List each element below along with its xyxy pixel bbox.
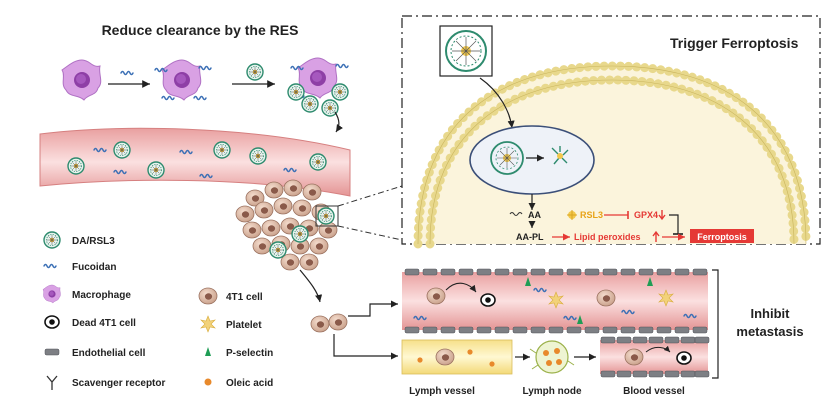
legend: DA/RSL3 Fucoidan Macrophage Dead 4T1 cel… xyxy=(42,231,273,390)
blood-vessel-small xyxy=(600,336,710,378)
macrophage-blocked xyxy=(287,57,349,117)
legend-macrophage: Macrophage xyxy=(72,290,131,301)
aa-pl-label: AA-PL xyxy=(516,232,544,242)
aa-label: AA xyxy=(528,210,541,220)
legend-dead-cell: Dead 4T1 cell xyxy=(72,318,136,329)
tumor-cluster xyxy=(235,179,338,271)
gpx4-inhibit-connector xyxy=(669,214,679,234)
blood-vessel-main xyxy=(39,127,351,197)
legend-p-selectin: P-selectin xyxy=(226,348,273,359)
legend-fucoidan: Fucoidan xyxy=(72,262,116,273)
np-in-endosome xyxy=(490,141,524,175)
arrow-metastasis xyxy=(299,269,323,303)
zoom-line-bottom xyxy=(337,225,403,241)
gpx4-down-arrow xyxy=(658,210,666,221)
inhibit-label-1: Inhibit xyxy=(751,306,791,321)
arrow-to-blood xyxy=(348,300,398,317)
ferroptosis-title: Trigger Ferroptosis xyxy=(670,35,799,51)
oleic-acid-icon xyxy=(204,378,212,386)
fucoidan-free xyxy=(120,70,134,76)
rsl3-icon xyxy=(567,210,577,220)
scavenger-icon xyxy=(46,375,58,390)
lipid-label: Lipid peroxides xyxy=(574,232,641,242)
legend-endothelial: Endothelial cell xyxy=(72,348,146,359)
circulating-cells xyxy=(310,313,348,333)
macrophage-fucoidan-bound xyxy=(154,59,212,101)
arrow-np-uptake xyxy=(479,77,515,129)
zoom-line-top xyxy=(337,185,403,207)
np-zoomed xyxy=(445,30,487,72)
np-free xyxy=(246,63,264,81)
arrow-into-vessel xyxy=(334,111,343,133)
np-disassembled xyxy=(551,146,569,165)
inhibit-label-2: metastasis xyxy=(736,324,803,339)
lymph-vessel-label: Lymph vessel xyxy=(409,386,475,397)
legend-oleic-acid: Oleic acid xyxy=(226,378,273,389)
endosome xyxy=(469,125,595,195)
rsl3-label: RSL3 xyxy=(580,210,603,220)
lymph-node xyxy=(529,340,575,374)
tumor-zoom-box xyxy=(315,205,339,227)
metastasis-bracket xyxy=(712,269,719,379)
cell-membrane xyxy=(413,61,811,249)
legend-4t1-cell: 4T1 cell xyxy=(226,292,263,303)
lymph-vessel xyxy=(401,339,513,375)
macrophage-naive xyxy=(61,59,102,101)
ferroptosis-label: Ferroptosis xyxy=(697,232,747,242)
res-title: Reduce clearance by the RES xyxy=(102,22,299,38)
aa-chain-icon xyxy=(509,211,523,217)
lipid-up-arrow xyxy=(652,230,660,242)
legend-da-rsl3: DA/RSL3 xyxy=(72,236,115,247)
ferroptosis-box xyxy=(690,229,754,243)
legend-scavenger: Scavenger receptor xyxy=(72,378,165,389)
blood-vessel-label: Blood vessel xyxy=(623,386,685,397)
lymph-node-label: Lymph node xyxy=(522,386,582,397)
arrow-to-lymph xyxy=(333,334,398,360)
legend-platelet: Platelet xyxy=(226,320,262,331)
blood-vessel-metastasis xyxy=(402,268,708,334)
gpx4-label: GPX4 xyxy=(634,210,658,220)
